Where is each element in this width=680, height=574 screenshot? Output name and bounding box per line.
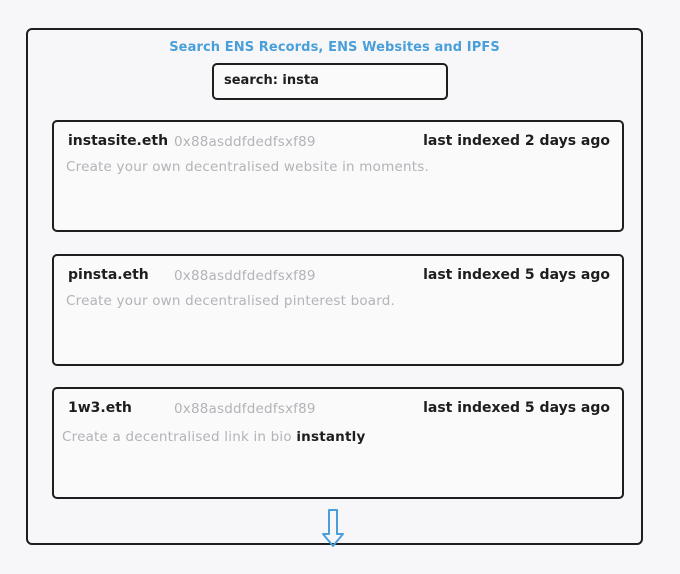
result-address: 0x88asddfdedfsxf89 [174, 134, 316, 150]
result-description: Create your own decentralised pinterest … [66, 293, 396, 309]
result-name[interactable]: 1w3.eth [68, 400, 132, 416]
result-description-text: Create a decentralised link in bio [62, 429, 292, 445]
result-card[interactable]: 1w3.eth 0x88asddfdedfsxf89 last indexed … [52, 387, 624, 499]
result-description-highlight: instantly [296, 429, 366, 445]
result-indexed-time: last indexed 5 days ago [423, 267, 610, 283]
result-description: Create your own decentralised website in… [66, 159, 429, 175]
result-name[interactable]: instasite.eth [68, 133, 169, 149]
result-address: 0x88asddfdedfsxf89 [174, 401, 316, 417]
arrow-down-icon[interactable] [321, 508, 345, 548]
result-name[interactable]: pinsta.eth [68, 267, 149, 283]
result-address: 0x88asddfdedfsxf89 [174, 268, 316, 284]
result-indexed-time: last indexed 5 days ago [423, 400, 610, 416]
result-description: Create a decentralised link in bio insta… [62, 429, 365, 445]
search-panel: Search ENS Records, ENS Websites and IPF… [26, 28, 643, 548]
page-title: Search ENS Records, ENS Websites and IPF… [169, 40, 500, 55]
result-indexed-time: last indexed 2 days ago [423, 133, 610, 149]
result-card[interactable]: pinsta.eth 0x88asddfdedfsxf89 last index… [52, 254, 624, 366]
search-input[interactable]: search: insta [212, 63, 448, 100]
result-card[interactable]: instasite.eth 0x88asddfdedfsxf89 last in… [52, 120, 624, 232]
